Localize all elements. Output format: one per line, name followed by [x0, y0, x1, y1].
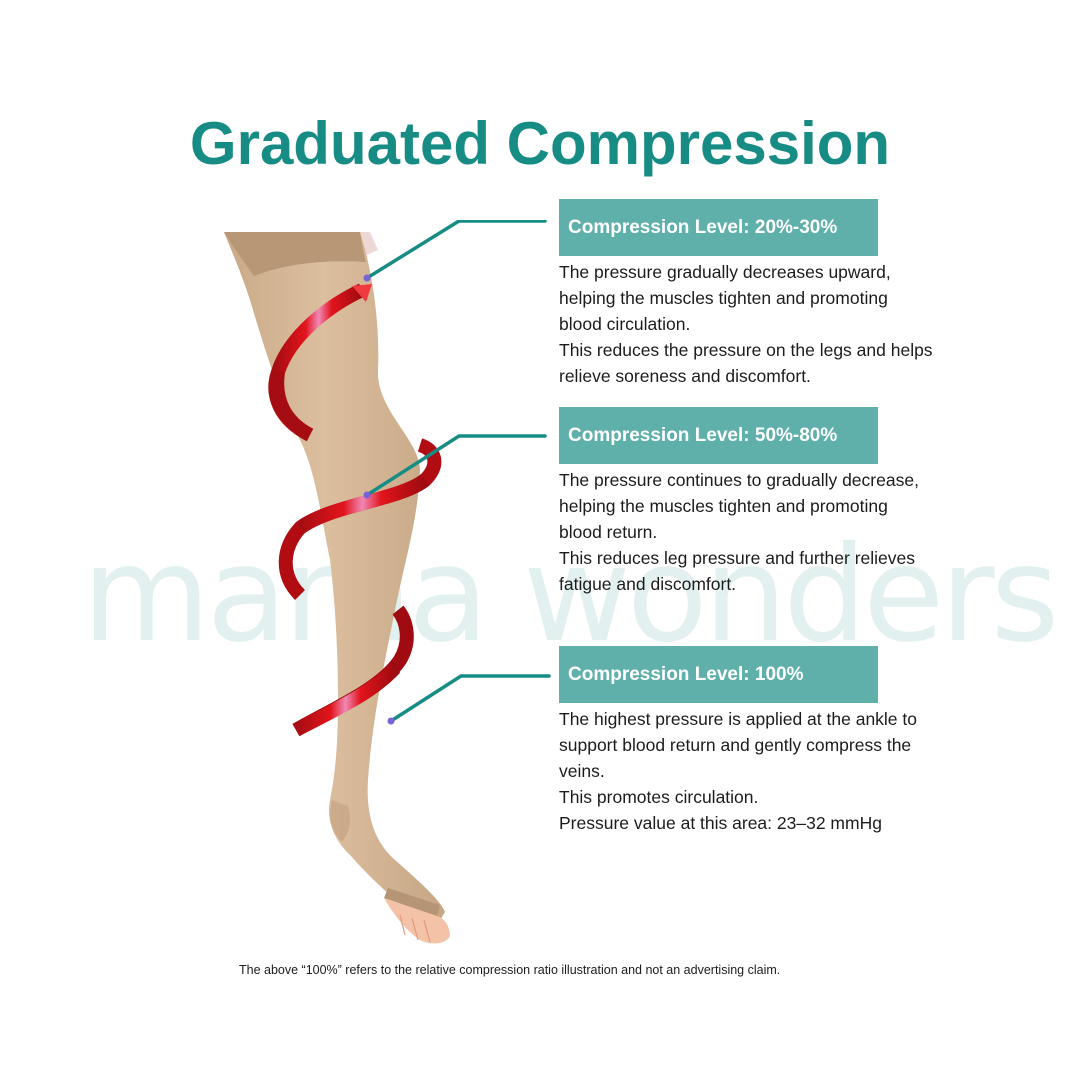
description-line: helping the muscles tighten and promotin… — [559, 496, 888, 516]
page-title: Graduated Compression — [189, 110, 891, 177]
description-line: relieve soreness and discomfort. — [559, 366, 811, 386]
connector-dot-icon — [387, 717, 395, 725]
compression-description: The pressure gradually decreases upward,… — [559, 259, 979, 389]
description-line: The pressure continues to gradually decr… — [559, 470, 919, 490]
description-line: support blood return and gently compress… — [559, 735, 912, 755]
compression-level-header: Compression Level: 20%-30% — [559, 199, 878, 256]
description-line: blood circulation. — [559, 314, 691, 334]
disclaimer-note: The above “100%” refers to the relative … — [239, 963, 781, 977]
spiral-arrow-icon — [352, 284, 372, 302]
description-line: This promotes circulation. — [559, 787, 759, 807]
description-line: veins. — [559, 761, 605, 781]
description-line: helping the muscles tighten and promotin… — [559, 288, 888, 308]
description-line: The highest pressure is applied at the a… — [559, 709, 917, 729]
compression-section-ankle: Compression Level: 100% The highest pres… — [559, 646, 979, 836]
description-line: This reduces leg pressure and further re… — [559, 548, 916, 568]
connector-dot-icon — [363, 274, 371, 282]
compression-section-thigh: Compression Level: 20%-30% The pressure … — [559, 199, 979, 389]
compression-description: The pressure continues to gradually decr… — [559, 467, 979, 597]
compression-level-header: Compression Level: 50%-80% — [559, 407, 878, 464]
compression-description: The highest pressure is applied at the a… — [559, 706, 979, 836]
description-line: blood return. — [559, 522, 658, 542]
leg-illustration-icon — [224, 220, 551, 944]
description-line: Pressure value at this area: 23–32 mmHg — [559, 813, 882, 833]
connector-dot-icon — [363, 491, 371, 499]
description-line: The pressure gradually decreases upward, — [559, 262, 891, 282]
description-line: This reduces the pressure on the legs an… — [559, 340, 933, 360]
description-line: fatigue and discomfort. — [559, 574, 737, 594]
brand-watermark: mama wonders — [82, 518, 1059, 672]
compression-section-knee: Compression Level: 50%-80% The pressure … — [559, 407, 979, 597]
compression-level-header: Compression Level: 100% — [559, 646, 878, 703]
